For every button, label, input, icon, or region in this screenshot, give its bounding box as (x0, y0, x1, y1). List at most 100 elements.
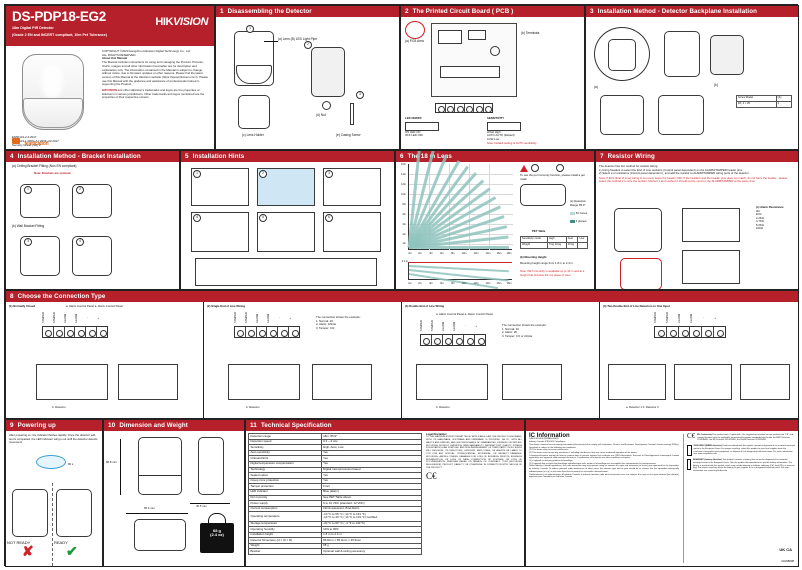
weight-grams: 68 g (212, 528, 221, 533)
panel-9-title: Powering up (17, 422, 56, 429)
ic-body-0: CAN ICES-003 (B)/NMB-003(B) (529, 438, 559, 441)
alarm-resistance-legend: (c) Alarm Resistance 0Ω 1KΩ 2.2KΩ 4.7KΩ … (756, 205, 796, 231)
legend-detection-range: (a) Detection Range 85.9° (570, 199, 587, 207)
conn4-terminal-2[interactable] (667, 327, 679, 337)
panel-2-pcb: 2 The Printed Circuit Board ( PCB ) (a) … (400, 5, 585, 150)
panel-8-connection-type: 8 Choose the Connection Type (1) Normall… (5, 290, 799, 419)
cert-line-2: EN50131-1:2006+A1:2009+A2:2017 (12, 139, 59, 144)
conn4-terminal-3[interactable] (679, 327, 691, 337)
spec-val-0: 18m, 85.9° (320, 433, 423, 440)
resistor-wiring-diagram-1 (614, 208, 662, 252)
weee-heading: 2012/19/EU (WEEE directive) (693, 445, 722, 448)
logo-vision: VISION (173, 16, 208, 28)
screw-table: Screw Model Qty PA, 4 × 25 4 (736, 95, 793, 108)
side-xtick-18m: 18m (506, 282, 512, 285)
coverage-chart-side-view (408, 262, 512, 289)
resistance-0: 0Ω (756, 208, 760, 213)
pet-value-row: Weight 5 kg 10 kg 10 kg - (519, 242, 588, 249)
conn1-terminal-5[interactable] (86, 327, 98, 337)
side-xtick-1m: 1m (408, 282, 412, 285)
connection-1-subtitle: a. Alarm Control Panel a. Alarm Control … (66, 304, 123, 308)
pcb-sensor (490, 46, 500, 56)
conn1-terminal-6[interactable] (97, 327, 107, 337)
xtick-10m: 10m (461, 252, 467, 255)
conn3-terminal-2[interactable] (432, 335, 443, 345)
conn2-label-alarm-1: ALARM (256, 313, 259, 323)
conn3-terminal-6[interactable] (475, 335, 485, 345)
conn1-label-alarm-1: ALARM (64, 313, 67, 323)
panel-4-step-2: 2 (76, 186, 84, 194)
conn4-terminal-4[interactable] (690, 327, 703, 337)
hint-3-bubble: 3 (325, 170, 333, 178)
panel-4-body: (a) Ceiling Bracket Fitting (Non EN comp… (6, 162, 179, 289)
spec-key-20: Bracket (248, 548, 322, 556)
legal-disclaimer-heading: Legal Disclaimer (426, 433, 447, 436)
terminal-tamper-1[interactable] (436, 104, 446, 113)
panel-4-step-4: 4 (76, 238, 84, 246)
warning-triangle-icon (520, 164, 528, 172)
panel-2-number: 2 (405, 8, 409, 15)
terminal-alarm-2[interactable] (465, 104, 474, 113)
connection-2-terminal-block[interactable] (234, 326, 300, 338)
terminal-negative[interactable] (474, 104, 484, 113)
trademark-mark: HIKVISION (102, 88, 117, 93)
conn3-terminal-4[interactable] (453, 335, 465, 345)
sens-row-2-value: AUTO (Default) (495, 133, 515, 137)
ic-body-3: (1) This device may not cause interferen… (529, 449, 569, 452)
conn3-terminal-3[interactable] (443, 335, 454, 345)
terminal-positive[interactable] (484, 104, 493, 113)
conn1-terminal-1[interactable] (43, 327, 54, 337)
conn4-terminal-6[interactable] (714, 327, 725, 337)
conn1-terminal-4[interactable] (75, 327, 87, 337)
product-photo: EN50131-2-2:2017 EN50131-1:2006+A1:2009+… (10, 50, 98, 152)
conn2-terminal-1[interactable] (235, 327, 246, 337)
conn1-terminal-3[interactable] (65, 327, 76, 337)
panel-4-step-3: 3 (24, 238, 32, 246)
connection-3-terminal-block[interactable] (420, 334, 486, 346)
conn4-terminal-5[interactable] (702, 327, 715, 337)
terminal-alarm-1[interactable] (455, 104, 465, 113)
conn3-terminal-5[interactable] (464, 335, 476, 345)
beam-8 (409, 246, 509, 249)
panel-1-header: 1 Disassembling the Detector (216, 6, 399, 17)
connection-4-terminal-block[interactable] (654, 326, 726, 338)
conn2-terminal-4[interactable] (267, 327, 279, 337)
panel-1-body: (a) Lens (B) LED Light Pipe (c) Lens Hol… (216, 17, 399, 149)
connection-1-terminal-block[interactable] (42, 326, 108, 338)
xtick-1m: 1m (408, 252, 412, 255)
conn4-terminal-1[interactable] (655, 327, 667, 337)
connection-3-detector-diagram (502, 364, 562, 400)
eu-conformity-row: C€ EU Conformity This product and - if a… (687, 432, 795, 442)
spec-val-12: 9 to 16 VDC (standard: 12 VDC) (320, 500, 423, 507)
panel-8-title: Choose the Connection Type (17, 293, 106, 300)
trademark-body: and other Hikvision's trademarks and log… (102, 88, 205, 100)
conn1-label-pos: + (97, 317, 100, 319)
title-bar: DS-PDP18-EG2 18m Digital PIR Detector (G… (6, 6, 214, 46)
conn3-terminal-1[interactable] (421, 335, 432, 345)
ready-detector-diagram (56, 489, 92, 537)
conn1-terminal-2[interactable] (54, 327, 65, 337)
panel-7-intro: The detector has two method for resistor… (599, 164, 659, 168)
conn2-terminal-5[interactable] (278, 327, 290, 337)
panel-3-backplane-installation: 3 Installation Method - Detector Backpla… (585, 5, 799, 150)
sens-row-1-value: High (494, 129, 501, 134)
ic-information-header-bar (526, 420, 798, 431)
led-dip-switch[interactable] (405, 121, 439, 131)
conn2-terminal-6[interactable] (289, 327, 299, 337)
about-manual-heading: About this Manual (102, 56, 128, 61)
panel-9-number: 9 (10, 422, 14, 429)
conn2-terminal-3[interactable] (257, 327, 268, 337)
terminal-tamper-2[interactable] (446, 104, 455, 113)
mounting-height-body: Mounting height range from 1.8 m to 2.4 … (520, 261, 574, 265)
about-manual-body: The Manual includes instructions for usi… (102, 60, 209, 87)
sensitivity-dip-switch[interactable] (487, 121, 521, 131)
pet-table: Sensitivity mode High Auto Low Weight 5 … (519, 236, 588, 249)
ic-body-2: This device contains licence-exempt tran… (529, 443, 679, 449)
conn2-terminal-2[interactable] (246, 327, 257, 337)
